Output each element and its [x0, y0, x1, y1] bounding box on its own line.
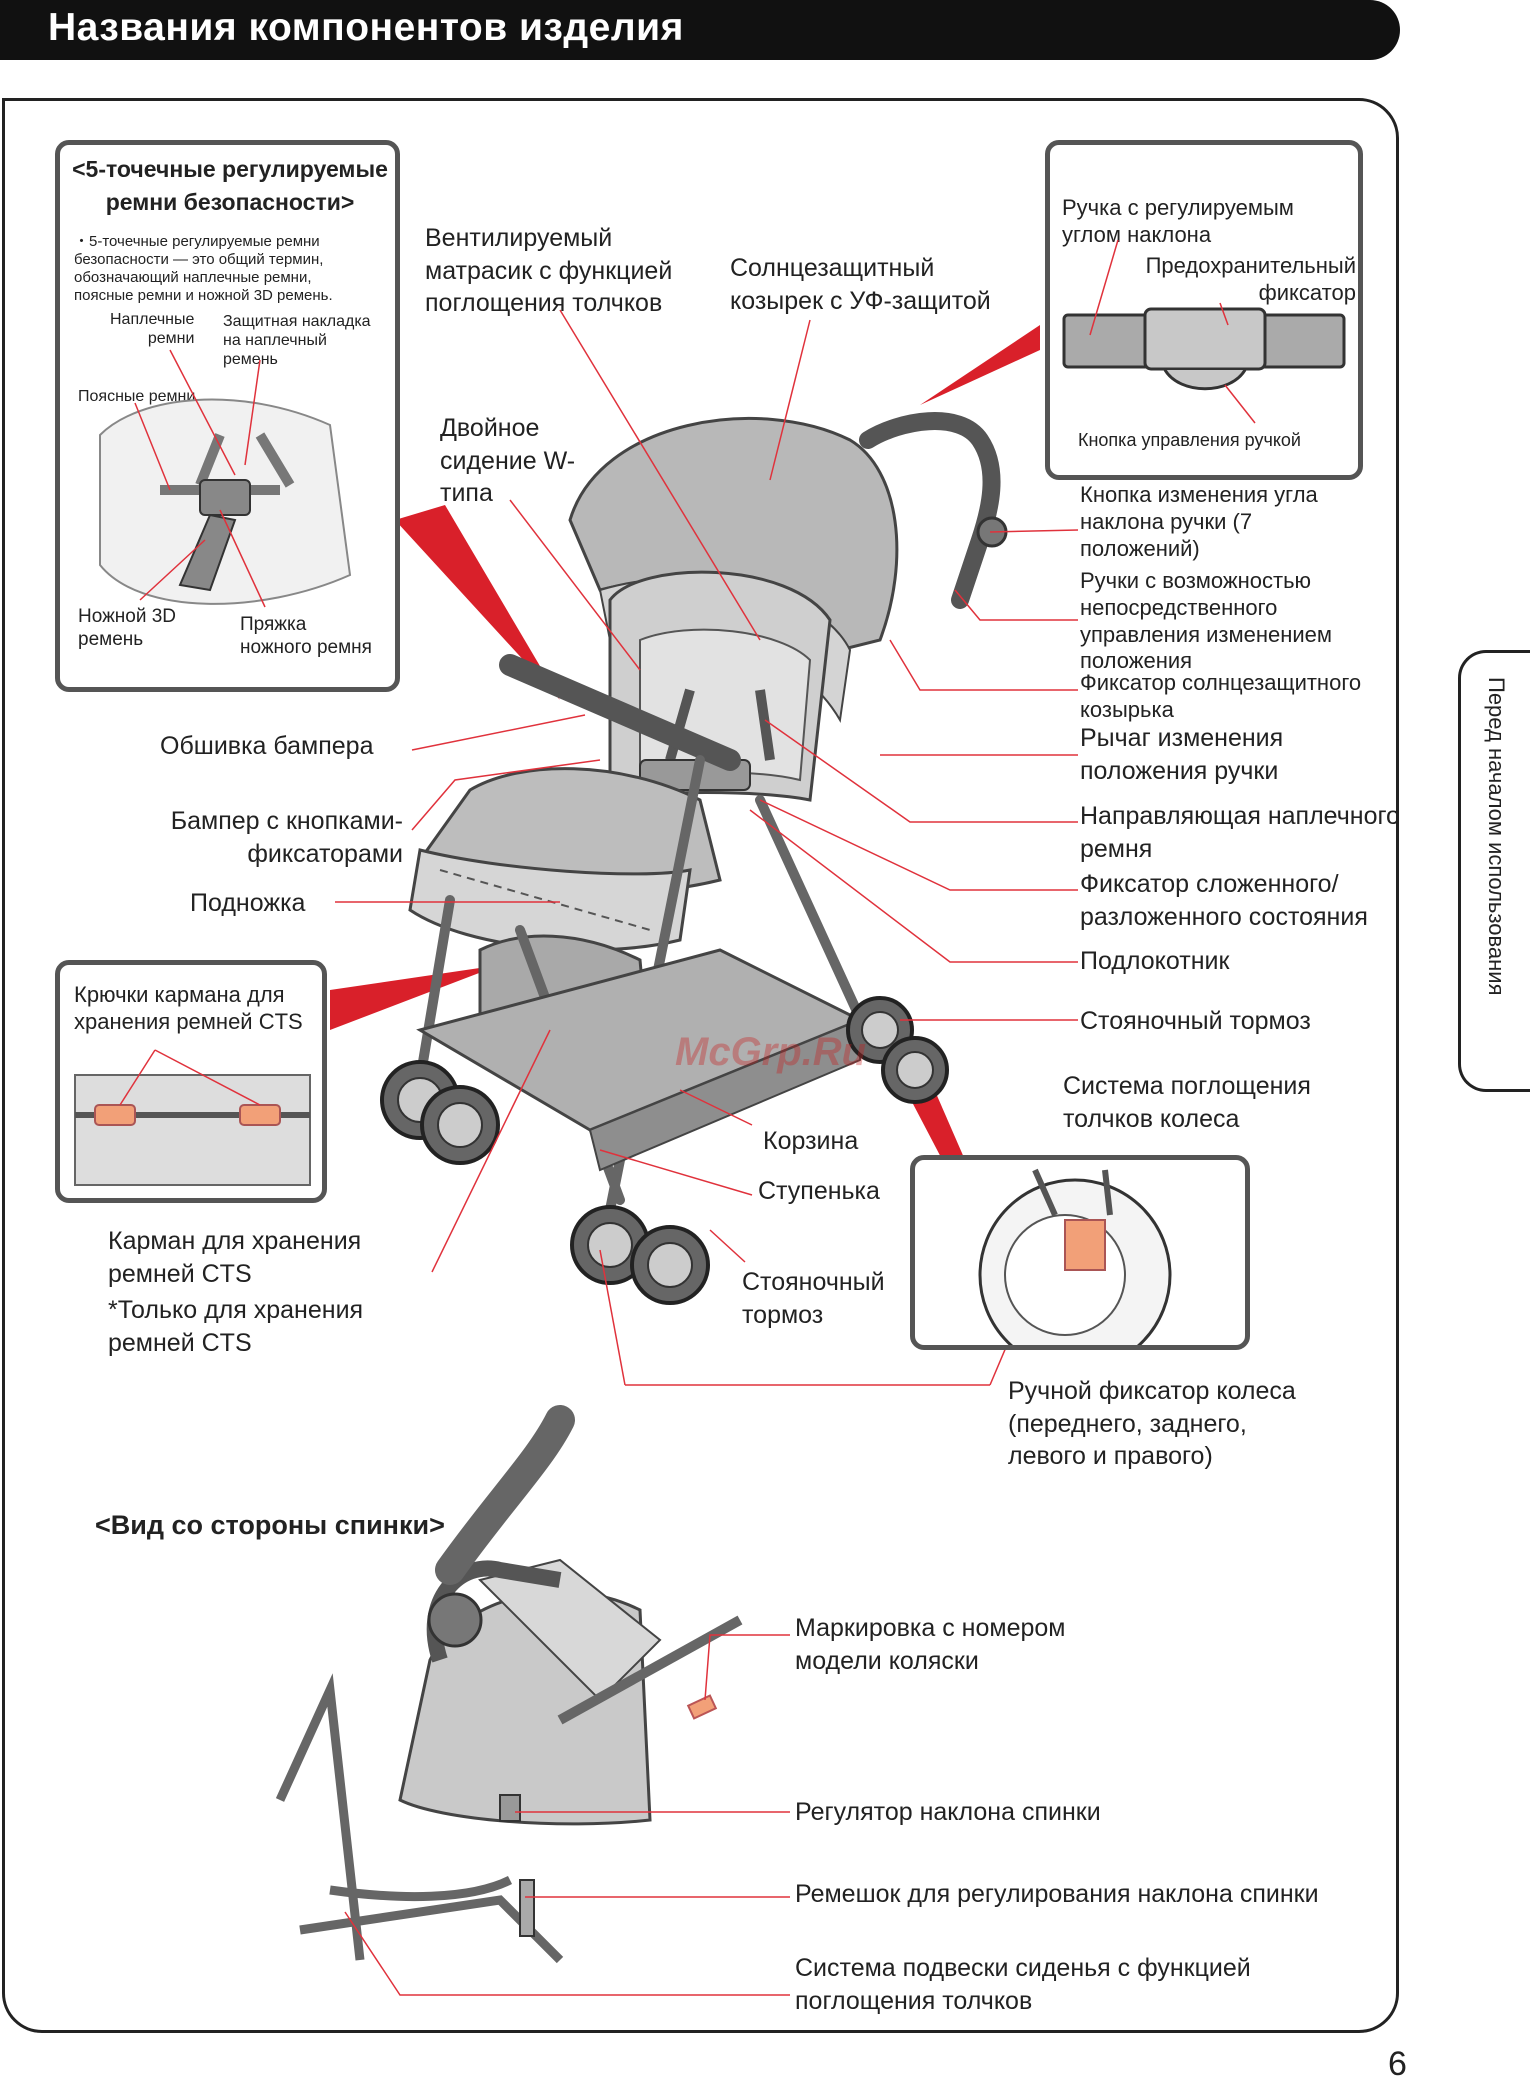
page-number: 6: [1388, 2045, 1407, 2083]
wheel-inset-title: Система поглощения толчков колеса: [1063, 1072, 1311, 1133]
harness-inset-title: <5-точечные регулируемые ремни безопасно…: [72, 156, 388, 216]
handle-button-label: Кнопка управления ручкой: [1078, 430, 1301, 450]
bumper-cover-label: Обшивка бампера: [160, 732, 374, 760]
stroller-handle: [859, 412, 1001, 609]
bumper-shape: [499, 654, 741, 771]
content-frame: [2, 98, 1399, 2033]
model-mark-label: Маркировка с номером модели коляски: [795, 1614, 1066, 1675]
leader-lines: [335, 309, 1079, 1386]
footrest-shape: [408, 848, 692, 952]
parking-brake-left-label: Стояночный тормоз: [742, 1268, 885, 1329]
basket-label: Корзина: [763, 1127, 859, 1155]
harness-inset-note: ・5-точечные регулируемые ремни безопасно…: [74, 233, 333, 304]
step-label: Ступенька: [758, 1177, 880, 1205]
wheels: [380, 996, 949, 1305]
shoulder-straps-label: Наплечные ремни: [110, 311, 195, 348]
handle-lever-label: Рычаг изменения положения ручки: [1080, 724, 1284, 785]
bumper-label: Бампер с кнопками- фиксаторами: [170, 807, 403, 868]
handle-pointer: [920, 325, 1040, 405]
shoulder-guide-label: Направляющая наплечного ремня: [1080, 802, 1400, 863]
watermark: McGrp.Ru: [675, 1030, 867, 1074]
direct-handles-label: Ручки с возможностью непосредственного у…: [1080, 568, 1333, 674]
canopy-label: Солнцезащитный козырек с УФ-защитой: [730, 254, 991, 315]
suspension-label: Система подвески сиденья с функцией погл…: [795, 1954, 1251, 2015]
handle-inset: Ручка с регулируемым углом наклона Предо…: [1045, 140, 1363, 480]
recline-strap-label: Ремешок для регулирования наклона спинки: [795, 1880, 1319, 1908]
pocket-sketch: [74, 1049, 311, 1186]
buckle-label: Пряжка ножного ремня: [240, 614, 372, 659]
handle-angle-button-label: Кнопка изменения угла наклона ручки (7 п…: [1080, 482, 1318, 561]
leg-strap-label: Ножной 3D ремень: [78, 606, 177, 651]
harness-pointer: [395, 505, 560, 700]
header-bar: Названия компонентов изделия: [0, 0, 1400, 60]
handle-label: Ручка с регулируемым углом наклона: [1062, 195, 1294, 247]
footrest-label: Подножка: [190, 889, 306, 917]
wheel-lock-label: Ручной фиксатор колеса (переднего, задне…: [1008, 1377, 1296, 1470]
harness-inset: <5-точечные регулируемые ремни безопасно…: [55, 140, 400, 692]
shoulder-pad-label: Защитная накладка на наплечный ремень: [223, 313, 371, 369]
back-view-illustration: [275, 1405, 743, 1964]
back-leader-lines: [344, 1634, 790, 1996]
wheel-sketch: [978, 1168, 1172, 1345]
harness-sketch: [99, 349, 352, 608]
pocket-inset-title: Крючки кармана для хранения ремней CTS: [74, 982, 303, 1034]
shoulder-straps-shape: [665, 688, 775, 762]
seat-label: Двойное сидение W- типа: [440, 414, 576, 507]
side-tab: Перед началом использования: [1458, 650, 1530, 1092]
pocket-pointer: [330, 965, 500, 1030]
safety-lock-label: Предохранительный фиксатор: [1145, 253, 1356, 305]
parking-brake-right-label: Стояночный тормоз: [1080, 1007, 1311, 1035]
back-view-title: <Вид со стороны спинки>: [95, 1510, 445, 1540]
recline-adjuster-label: Регулятор наклона спинки: [795, 1798, 1101, 1826]
handle-sketch: [1062, 239, 1346, 424]
canopy-lock-label: Фиксатор солнцезащитного козырька: [1080, 670, 1362, 722]
fold-lock-label: Фиксатор сложенного/ разложенного состоя…: [1080, 870, 1368, 931]
wheel-inset: [910, 1155, 1250, 1350]
page-title: Названия компонентов изделия: [48, 6, 684, 49]
cts-note-label: *Только для хранения ремней CTS: [108, 1296, 364, 1357]
mattress-label: Вентилируемый матрасик с функцией поглощ…: [425, 224, 673, 317]
side-tab-label: Перед началом использования: [1484, 677, 1509, 996]
armrest-label: Подлокотник: [1080, 947, 1230, 975]
cts-pocket-label: Карман для хранения ремней CTS: [108, 1227, 362, 1288]
pocket-inset: Крючки кармана для хранения ремней CTS: [55, 960, 327, 1203]
